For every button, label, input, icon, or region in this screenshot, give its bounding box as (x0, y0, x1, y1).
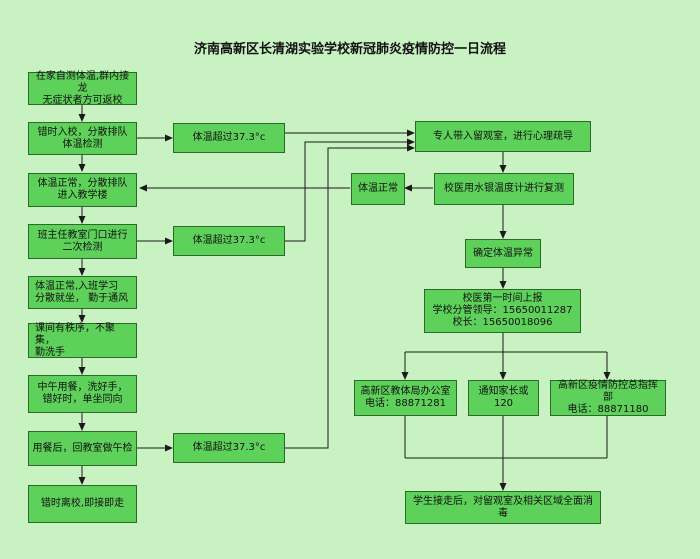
step-enter-building: 体温正常，分散排队 进入教学楼 (28, 173, 137, 207)
step-leave-school: 错时离校,即接即走 (28, 485, 137, 523)
step-home-temperature: 在家自测体温,群内接龙 无症状者方可返校 (28, 71, 137, 106)
temp-abnormal: 确定体温异常 (465, 239, 541, 268)
step-staggered-entry: 错时入校，分散排队 体温检测 (28, 122, 137, 155)
epidemic-command: 高新区疫情防控总指挥部 电话：88871180 (550, 380, 666, 416)
step-break-time: 课间有秩序，不聚集， 勤洗手 (28, 323, 137, 358)
temp-over-2: 体温超过37.3°c (173, 226, 285, 256)
temp-over-1: 体温超过37.3°c (173, 123, 285, 153)
step-noon-check: 用餐后，回教室做午检 (28, 431, 137, 466)
notify-parents: 通知家长或 120 (468, 380, 539, 416)
disinfection: 学生接走后，对留观室及相关区域全面消毒 (405, 491, 601, 524)
doctor-report: 校医第一时间上报 学校分管领导：15650011287 校长：156500180… (424, 289, 581, 333)
step-lunch: 中午用餐，洗好手， 错好时，单坐同向 (28, 375, 137, 413)
mercury-retest: 校医用水银温度计进行复测 (434, 173, 574, 205)
temp-over-3: 体温超过37.3°c (173, 433, 285, 463)
isolation-room: 专人带入留观室，进行心理疏导 (415, 121, 591, 152)
step-second-check: 班主任教室门口进行 二次检测 (28, 224, 137, 259)
step-class-study: 体温正常,入班学习 分散就坐， 勤于通风 (28, 276, 137, 309)
page-title: 济南高新区长清湖实验学校新冠肺炎疫情防控一日流程 (193, 42, 506, 57)
arrow-temp2-isolation (285, 138, 415, 242)
edu-bureau-office: 高新区教体局办公室 电话：88871281 (354, 380, 457, 416)
arrow-temp3-isolation (285, 144, 415, 449)
temp-normal: 体温正常 (351, 173, 405, 205)
